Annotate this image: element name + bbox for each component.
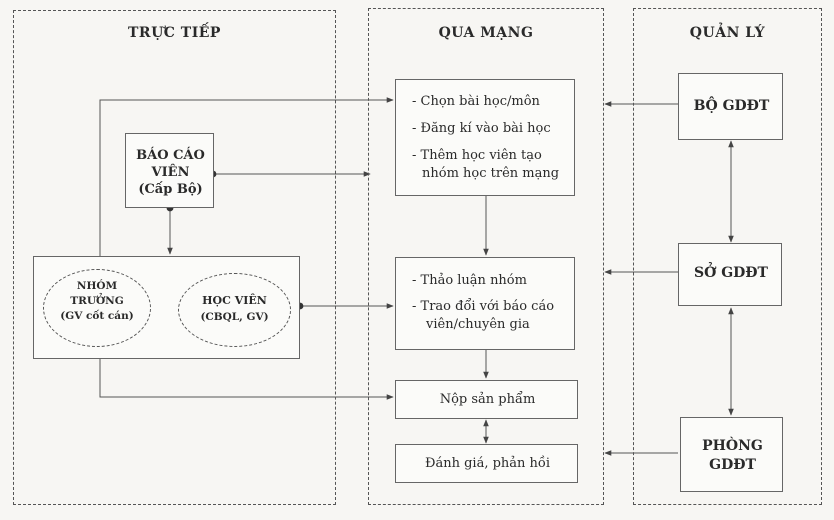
box1-line3: - Thêm học viên tạo	[412, 148, 542, 163]
leader-to-submit-line	[99, 345, 394, 400]
online-column-title: QUA MẠNG	[438, 25, 534, 41]
online-column	[368, 8, 604, 505]
direct-column-title: TRỰC TIẾP	[128, 25, 221, 41]
leader-line3: (GV cốt cán)	[60, 310, 134, 322]
box1-line2: - Đăng kí vào bài học	[412, 121, 551, 136]
box1-line4: nhóm học trên mạng	[422, 166, 560, 181]
office-line2: GDĐT	[709, 457, 756, 473]
leader-line1: NHÓM	[76, 280, 118, 292]
review-label: Đánh giá, phản hồi	[424, 456, 551, 471]
learner-line2: (CBQL, GV)	[200, 311, 269, 323]
ministry-box: BỘ GDĐT	[678, 73, 783, 140]
review-feedback-box: Đánh giá, phản hồi	[395, 444, 578, 483]
reporter-line3: (Cấp Bộ)	[138, 182, 203, 197]
box2-line1: - Thảo luận nhóm	[412, 273, 527, 288]
district-office-box: PHÒNG GDĐT	[680, 417, 783, 492]
reporter-line2: VIÊN	[151, 165, 190, 180]
leader-line2: TRƯỞNG	[70, 295, 124, 307]
group-leader-ellipse: NHÓM TRƯỞNG (GV cốt cán)	[43, 269, 151, 347]
office-line1: PHÒNG	[702, 438, 763, 454]
direct-column	[13, 10, 336, 505]
reporter-box: BÁO CÁO VIÊN (Cấp Bộ)	[125, 133, 214, 208]
department-label: SỞ GDĐT	[694, 265, 768, 281]
management-column	[633, 8, 822, 505]
submit-product-box: Nộp sản phẩm	[395, 380, 578, 419]
management-column-title: QUẢN LÝ	[689, 25, 766, 41]
reporter-line1: BÁO CÁO	[136, 148, 205, 163]
box1-line1: - Chọn bài học/môn	[412, 94, 540, 109]
ministry-label: BỘ GDĐT	[693, 98, 770, 114]
box2-line3: viên/chuyên gia	[426, 317, 530, 332]
department-box: SỞ GDĐT	[678, 243, 782, 306]
submit-label: Nộp sản phẩm	[439, 392, 536, 407]
learner-line1: HỌC VIÊN	[202, 294, 267, 307]
learner-ellipse: HỌC VIÊN (CBQL, GV)	[178, 273, 291, 347]
course-selection-box: - Chọn bài học/môn - Đăng kí vào bài học…	[395, 79, 575, 196]
discussion-box: - Thảo luận nhóm - Trao đổi với báo cáo …	[395, 257, 575, 350]
box2-line2: - Trao đổi với báo cáo	[412, 299, 555, 314]
